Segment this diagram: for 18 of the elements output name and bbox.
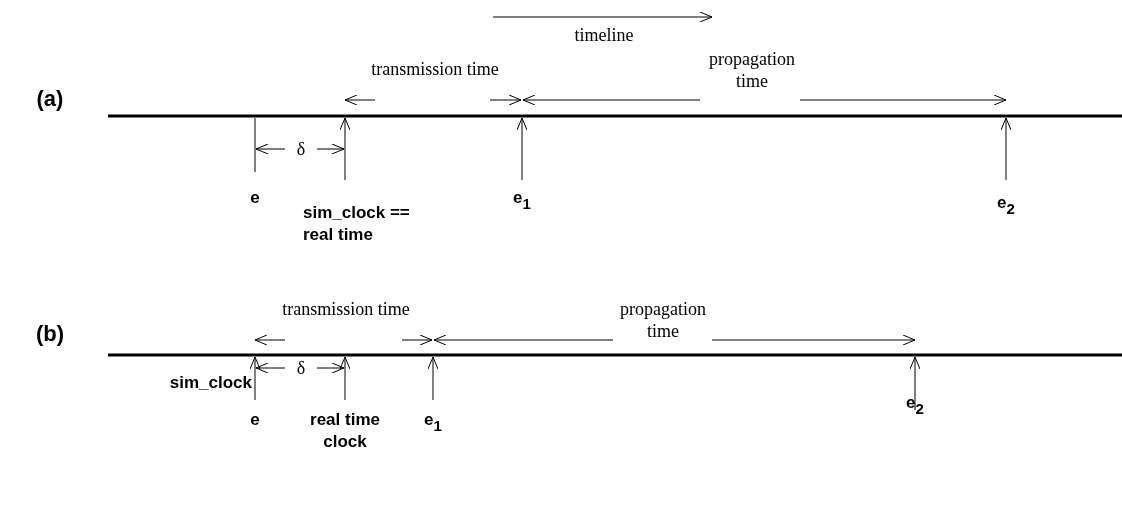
duration-label: transmission time: [370, 58, 500, 80]
event-label: sim_clock: [168, 372, 252, 394]
duration-label: propagation time: [708, 48, 796, 92]
delta-symbol: δ: [295, 357, 307, 379]
event-label: e$_{1}$: [512, 187, 532, 214]
axis-label: timeline: [573, 24, 635, 46]
event-label: e: [249, 187, 261, 209]
event-label: e$_{2}$: [905, 392, 925, 419]
event-label: e$_{1}$: [423, 409, 443, 436]
panel-label: (b): [34, 323, 66, 345]
event-label: e$_{2}$: [996, 192, 1016, 219]
event-label: e: [249, 409, 261, 431]
duration-label: transmission time: [281, 298, 411, 320]
delta-symbol: δ: [295, 138, 307, 160]
event-label: sim_clock == real time: [303, 202, 411, 246]
event-label: real time clock: [309, 409, 381, 453]
panel-label: (a): [35, 88, 65, 110]
duration-label: propagation time: [619, 298, 707, 342]
